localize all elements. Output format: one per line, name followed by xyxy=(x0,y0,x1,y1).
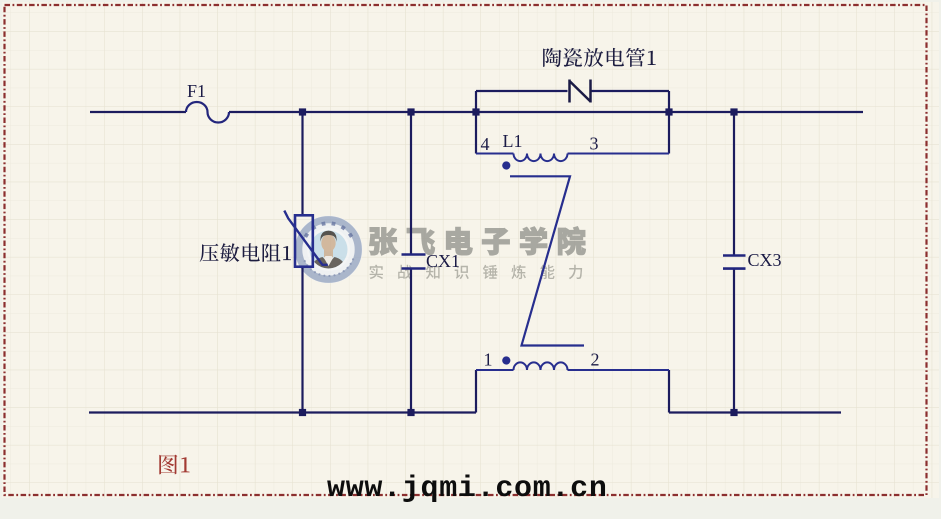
svg-text:www.jqmi.com.cn: www.jqmi.com.cn xyxy=(327,472,608,506)
svg-text:L1: L1 xyxy=(503,131,523,151)
svg-text:4: 4 xyxy=(481,134,490,154)
svg-text:1: 1 xyxy=(484,350,493,370)
svg-text:CX3: CX3 xyxy=(748,250,782,270)
svg-text:CX1: CX1 xyxy=(426,251,460,271)
svg-text:2: 2 xyxy=(591,350,600,370)
svg-text:F1: F1 xyxy=(187,81,206,101)
svg-text:3: 3 xyxy=(590,134,599,154)
